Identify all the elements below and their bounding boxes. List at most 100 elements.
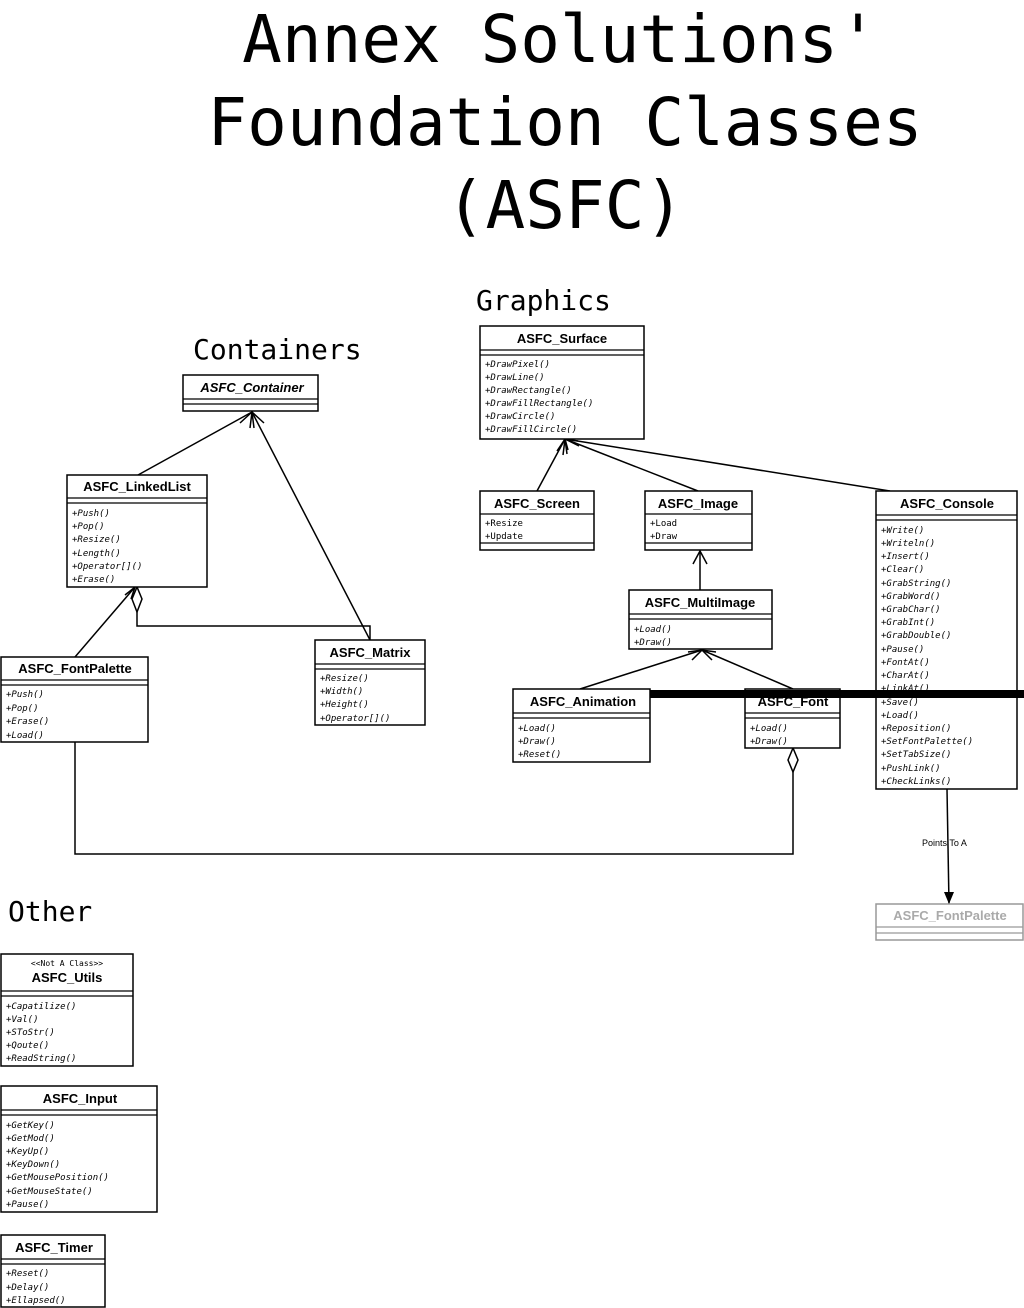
class-asfc-input: ASFC_Input +GetKey() +GetMod() +KeyUp() … (0, 1085, 158, 1213)
operation: +Clear() (881, 565, 924, 575)
operation: +ReadString() (6, 1054, 76, 1064)
association-label: Points To A (922, 838, 967, 848)
inheritance-fontpalette-linkedlist (74, 584, 137, 658)
class-asfc-utils: <<Not A Class>> ASFC_Utils +Capatilize()… (0, 953, 134, 1067)
operation: +PushLink() (881, 764, 941, 774)
class-asfc-console: ASFC_Console +Write() +Writeln() +Insert… (875, 490, 1018, 790)
operation: +GrabChar() (881, 605, 941, 615)
operation: +Pop() (72, 522, 105, 532)
inheritance-linkedlist-container (137, 411, 253, 476)
association-arrowhead (944, 892, 954, 904)
aggregation-fontpalette-font (74, 742, 799, 855)
operation: +DrawLine() (485, 373, 545, 383)
operation: +CheckLinks() (881, 777, 951, 787)
class-asfc-container: ASFC_Container (182, 374, 319, 412)
class-asfc-fontpalette-reference: ASFC_FontPalette (875, 903, 1024, 941)
class-name: ASFC_FontPalette (893, 908, 1006, 923)
class-asfc-matrix: ASFC_Matrix +Resize() +Width() +Height()… (314, 639, 426, 726)
class-name: ASFC_Screen (494, 496, 580, 511)
inheritance-image-surface (564, 438, 699, 492)
operation: +Width() (320, 687, 363, 697)
class-name: ASFC_Image (658, 496, 738, 511)
class-name: ASFC_Timer (15, 1240, 93, 1255)
class-asfc-image: ASFC_Image +Load +Draw (644, 490, 753, 551)
class-name: ASFC_Input (43, 1091, 118, 1106)
operation: +Load() (750, 724, 788, 734)
operation: +Reposition() (881, 724, 951, 734)
surface-arrowhead (556, 437, 580, 456)
operation: +DrawFillCircle() (485, 425, 577, 435)
operation: +Draw (650, 532, 678, 542)
operation: +Draw() (518, 737, 556, 747)
class-name: ASFC_Container (199, 380, 304, 395)
operation: +Reset() (6, 1269, 49, 1279)
class-name: ASFC_MultiImage (645, 595, 756, 610)
class-asfc-fontpalette: ASFC_FontPalette +Push() +Pop() +Erase()… (0, 656, 149, 743)
operation: +GetMouseState() (6, 1187, 93, 1197)
operation: +Draw() (634, 638, 672, 648)
section-label-containers: Containers (193, 333, 362, 366)
operation: +Pause() (881, 645, 924, 655)
inheritance-multiimage-image (692, 549, 708, 590)
operation: +Delay() (6, 1283, 49, 1293)
inheritance-screen-surface (536, 438, 566, 492)
class-asfc-timer: ASFC_Timer +Reset() +Delay() +Ellapsed() (0, 1234, 106, 1308)
diagram-title-line2: Foundation Classes (207, 84, 922, 161)
operation: +Operator[]() (320, 714, 390, 724)
inheritance-animation-multiimage (579, 649, 703, 690)
aggregation-diamond (787, 746, 799, 774)
operation: +DrawFillRectangle() (485, 399, 593, 409)
section-label-graphics: Graphics (476, 284, 611, 317)
operation: +Reset() (518, 750, 561, 760)
operation: +Qoute() (6, 1041, 49, 1051)
class-name: ASFC_Matrix (330, 645, 412, 660)
operation: +Pause() (6, 1200, 49, 1210)
operation: +SetTabSize() (881, 750, 951, 760)
operation: +GrabWord() (881, 592, 941, 602)
inheritance-font-multiimage (701, 649, 794, 690)
class-stereotype: <<Not A Class>> (31, 959, 103, 968)
operation: +KeyUp() (6, 1147, 49, 1157)
operation: +GetMousePosition() (6, 1173, 109, 1183)
operation: +GrabInt() (881, 618, 935, 628)
inheritance-matrix-container (251, 411, 371, 641)
operation: +GetKey() (6, 1121, 55, 1131)
inheritance-console-surface (564, 438, 891, 492)
operation: +Update (485, 532, 523, 542)
operation: +SToStr() (6, 1028, 55, 1038)
operation: +Write() (881, 526, 924, 536)
operation: +Load() (518, 724, 556, 734)
operation: +Load() (881, 711, 919, 721)
operation: +Length() (72, 549, 121, 559)
section-label-other: Other (8, 895, 92, 928)
class-asfc-linkedlist: ASFC_LinkedList +Push() +Pop() +Resize()… (66, 474, 208, 588)
class-name: ASFC_Utils (32, 970, 103, 985)
operation: +Capatilize() (6, 1002, 76, 1012)
diagram-title-line1: Annex Solutions' (242, 1, 878, 78)
operation: +Erase() (6, 717, 49, 727)
class-name: ASFC_Animation (530, 694, 636, 709)
operation: +Insert() (881, 552, 930, 562)
class-name: ASFC_Console (900, 496, 994, 511)
operation: +Load (650, 519, 677, 529)
overlay-bar (650, 690, 1024, 698)
class-name: ASFC_Surface (517, 331, 607, 346)
operation: +SetFontPalette() (881, 737, 973, 747)
class-asfc-font: ASFC_Font +Load() +Draw() (744, 688, 841, 749)
operation: +Save() (881, 698, 919, 708)
operation: +Height() (320, 700, 369, 710)
class-asfc-multiimage: ASFC_MultiImage +Load() +Draw() (628, 589, 773, 650)
operation: +Writeln() (881, 539, 935, 549)
operation: +DrawCircle() (485, 412, 555, 422)
container-arrowhead (239, 410, 265, 429)
operation: +Push() (6, 690, 44, 700)
operation: +Resize() (72, 535, 121, 545)
operation: +DrawPixel() (485, 360, 550, 370)
operation: +Resize (485, 519, 523, 529)
operation: +KeyDown() (6, 1160, 60, 1170)
association-console-fontpalette (944, 788, 954, 905)
class-asfc-surface: ASFC_Surface +DrawPixel() +DrawLine() +D… (479, 325, 645, 440)
operation: +Draw() (750, 737, 788, 747)
aggregation-matrix-linkedlist (131, 585, 371, 640)
operation: +CharAt() (881, 671, 930, 681)
